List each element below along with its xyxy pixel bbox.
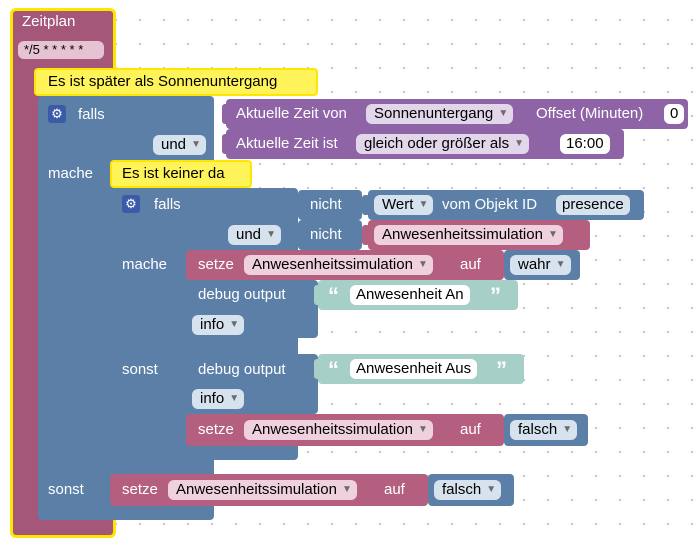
set-true-to: auf [460,256,481,273]
outer-if-gear-icon[interactable]: ⚙ [48,105,66,123]
chevron-down-icon: ▼ [418,199,429,210]
schedule-title: Zeitplan [22,13,76,30]
debug-off-level-dropdown[interactable]: info ▼ [192,389,245,409]
not-block-1[interactable] [298,190,362,220]
outer-set-false-to: auf [384,481,405,498]
chevron-down-icon: ▼ [266,229,277,240]
debug-on-text[interactable]: Anwesenheit An [350,285,470,305]
variable-get-value: Anwesenheitssimulation [382,226,543,243]
connector-tab [294,225,302,245]
outer-and-dropdown[interactable]: und ▼ [153,135,207,155]
chevron-down-icon: ▼ [486,484,497,495]
connector-tab [314,285,322,305]
debug-off-text[interactable]: Anwesenheit Aus [350,359,478,379]
connector-tab [362,195,370,215]
open-quote-icon: “ [328,283,339,308]
open-quote-icon: “ [328,357,339,382]
chevron-down-icon: ▼ [418,259,428,270]
set-false-to: auf [460,421,481,438]
chevron-down-icon: ▼ [229,393,240,404]
outer-do-label: mache [48,165,94,182]
debug-on-level-dropdown[interactable]: info ▼ [192,315,245,335]
connector-tab [362,225,370,245]
debug-on-label: debug output [198,286,286,303]
set-false-label: setze [198,421,234,438]
value-dropdown-value: Wert [382,196,414,213]
bool-true-dropdown[interactable]: wahr ▼ [510,255,571,275]
set-true-label: setze [198,256,234,273]
time-compare-label: Aktuelle Zeit ist [236,135,338,152]
close-quote-icon: ” [490,283,501,308]
set-true-var-dropdown[interactable]: Anwesenheitssimulation ▼ [244,255,433,275]
set-false-var: Anwesenheitssimulation [252,421,413,438]
inner-do-label: mache [122,256,168,273]
inner-and-label: und [236,226,262,243]
inner-else-label: sonst [122,361,158,378]
outer-if-label: falls [78,106,105,123]
chevron-down-icon: ▼ [514,138,525,149]
comment-nobody-text: Es ist keiner da [122,165,225,182]
cron-field[interactable]: */5 * * * * * [18,41,104,59]
close-quote-icon: ” [496,357,507,382]
chevron-down-icon: ▼ [498,108,509,119]
outer-bool-false-dropdown[interactable]: falsch ▼ [434,480,502,500]
connector-tab [294,195,302,215]
outer-and-label: und [161,136,187,153]
outer-set-false-label: setze [122,481,158,498]
inner-if-gear-icon[interactable]: ⚙ [122,195,140,213]
connector-tab [314,359,322,379]
comment-sunset-text: Es ist später als Sonnenuntergang [48,73,278,90]
bool-false-dropdown[interactable]: falsch ▼ [510,420,578,440]
chevron-down-icon: ▼ [562,424,573,435]
sunset-event-value: Sonnenuntergang [374,105,494,122]
connector-tab [222,134,230,154]
offset-field[interactable]: 0 [664,104,685,124]
debug-on-level: info [200,316,225,333]
set-false-var-dropdown[interactable]: Anwesenheitssimulation ▼ [244,420,433,440]
debug-off-label: debug output [198,361,286,378]
not-block-2[interactable] [298,220,362,250]
outer-else-label: sonst [48,481,84,498]
sunset-time-label: Aktuelle Zeit von [236,105,347,122]
object-id-field[interactable]: presence [556,195,630,215]
value-dropdown[interactable]: Wert ▼ [374,195,434,215]
offset-label: Offset (Minuten) [536,105,644,122]
set-true-var: Anwesenheitssimulation [252,256,413,273]
bool-true-value: wahr [518,256,551,273]
variable-get-dropdown[interactable]: Anwesenheitssimulation ▼ [374,225,563,245]
bool-false-value: falsch [518,421,558,438]
time-field[interactable]: 16:00 [560,134,610,154]
sunset-event-dropdown[interactable]: Sonnenuntergang ▼ [366,104,514,124]
outer-bool-false-value: falsch [442,481,482,498]
chevron-down-icon: ▼ [342,484,352,495]
time-operator-value: gleich oder größer als [364,135,510,152]
chevron-down-icon: ▼ [548,229,558,240]
comment-sunset[interactable]: Es ist später als Sonnenuntergang [34,68,318,96]
connector-tab [222,104,230,124]
inner-and-dropdown[interactable]: und ▼ [228,225,282,245]
not-label-2: nicht [310,226,342,243]
object-id-label: vom Objekt ID [442,196,538,213]
outer-set-false-var-dropdown[interactable]: Anwesenheitssimulation ▼ [168,480,357,500]
outer-set-false-var: Anwesenheitssimulation [176,481,337,498]
chevron-down-icon: ▼ [191,139,202,150]
chevron-down-icon: ▼ [229,319,240,330]
not-label-1: nicht [310,196,342,213]
chevron-down-icon: ▼ [418,424,428,435]
inner-if-label: falls [154,196,181,213]
time-operator-dropdown[interactable]: gleich oder größer als ▼ [356,134,530,154]
chevron-down-icon: ▼ [555,259,566,270]
debug-off-level: info [200,390,225,407]
comment-nobody[interactable]: Es ist keiner da [110,160,252,188]
